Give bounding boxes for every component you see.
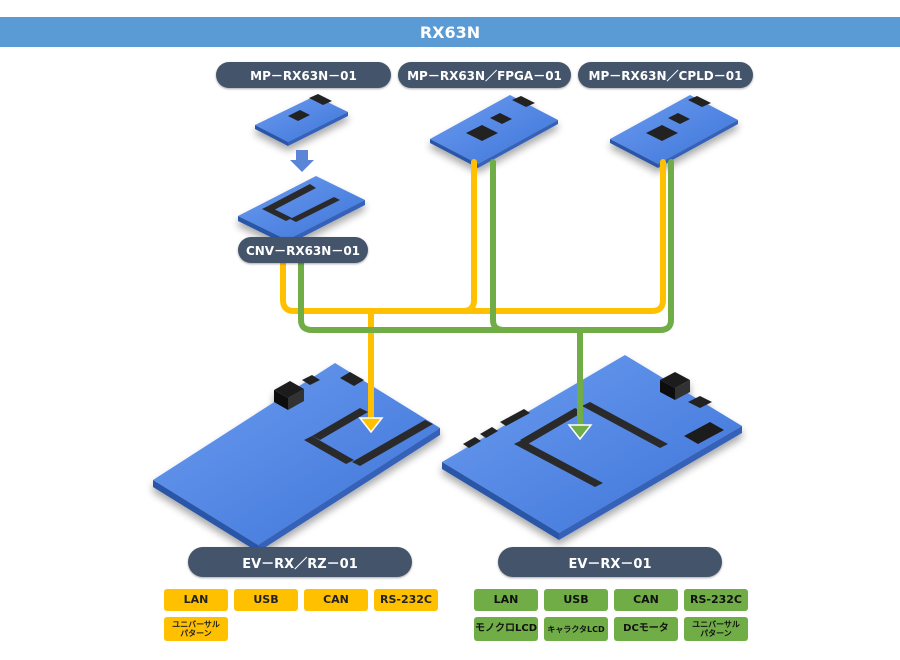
- mp-rx63n-01-label: MP－RX63N－01: [216, 62, 391, 88]
- yellow-arrow-icon: [358, 417, 384, 434]
- page-title: RX63N: [419, 22, 481, 42]
- left-feature-lan-text: LAN: [183, 593, 209, 606]
- right-feature-mono-lcd-text: モノクロLCD: [474, 623, 537, 634]
- mp-rx63n-cpld-01-board: [610, 95, 738, 168]
- right-feature-usb-text: USB: [563, 593, 589, 606]
- cnv-rx63n-01-board: [238, 176, 365, 245]
- left-feature-can: CAN: [304, 589, 368, 611]
- ev-rx-01-label: EV－RX－01: [498, 547, 722, 577]
- page-title-bar: RX63N: [0, 17, 900, 47]
- mp-rx63n-fpga-01-label: MP－RX63N／FPGA－01: [398, 62, 571, 88]
- down-arrow-icon: [290, 150, 314, 172]
- mp-rx63n-cpld-01-label-text: MP－RX63N／CPLD－01: [588, 68, 743, 83]
- left-feature-universal-pattern-text: ユニバーサル パターン: [172, 620, 220, 638]
- left-feature-can-text: CAN: [323, 593, 349, 606]
- cnv-rx63n-01-label-text: CNV－RX63N－01: [245, 243, 361, 258]
- ev-rx-rz-01-label: EV－RX／RZ－01: [188, 547, 412, 577]
- green-connection-path: [298, 159, 674, 428]
- right-feature-dc-motor: DCモータ: [614, 617, 678, 641]
- right-feature-mono-lcd: モノクロLCD: [474, 617, 538, 641]
- right-feature-character-lcd: キャラクタLCD: [544, 617, 608, 641]
- ev-rx-01-label-text: EV－RX－01: [568, 556, 652, 572]
- ev-rx-01-board: [442, 355, 742, 540]
- ev-rx-rz-01-board: [153, 363, 440, 552]
- left-feature-rs232c-text: RS-232C: [380, 593, 432, 606]
- right-feature-lan-text: LAN: [493, 593, 519, 606]
- cnv-rx63n-01-label: CNV－RX63N－01: [238, 237, 368, 263]
- left-feature-lan: LAN: [164, 589, 228, 611]
- right-feature-universal-pattern-text: ユニバーサル パターン: [692, 620, 740, 638]
- right-feature-dc-motor-text: DCモータ: [623, 623, 669, 634]
- left-feature-rs232c: RS-232C: [374, 589, 438, 611]
- left-feature-usb-text: USB: [253, 593, 279, 606]
- green-arrow-icon: [567, 424, 593, 441]
- right-feature-rs232c-text: RS-232C: [690, 593, 742, 606]
- right-feature-universal-pattern: ユニバーサル パターン: [684, 617, 748, 641]
- mp-rx63n-cpld-01-label: MP－RX63N／CPLD－01: [578, 62, 753, 88]
- mp-rx63n-fpga-01-board: [430, 95, 558, 168]
- right-feature-can-text: CAN: [633, 593, 659, 606]
- right-feature-lan: LAN: [474, 589, 538, 611]
- mp-rx63n-01-label-text: MP－RX63N－01: [250, 68, 357, 83]
- left-feature-usb: USB: [234, 589, 298, 611]
- mp-rx63n-fpga-01-label-text: MP－RX63N／FPGA－01: [407, 68, 562, 83]
- right-feature-usb: USB: [544, 589, 608, 611]
- right-feature-character-lcd-text: キャラクタLCD: [547, 624, 605, 634]
- left-feature-universal-pattern: ユニバーサル パターン: [164, 617, 228, 641]
- right-feature-rs232c: RS-232C: [684, 589, 748, 611]
- right-feature-can: CAN: [614, 589, 678, 611]
- ev-rx-rz-01-label-text: EV－RX／RZ－01: [242, 556, 358, 572]
- mp-rx63n-01-board: [255, 94, 348, 146]
